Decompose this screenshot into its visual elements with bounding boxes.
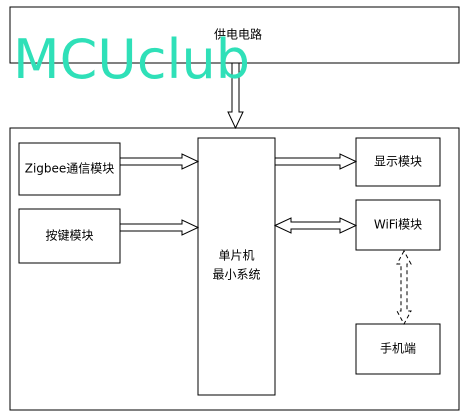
mcu-label-line2: 最小系统 bbox=[212, 268, 260, 282]
key-module-box bbox=[18, 208, 121, 264]
arrow-zigbee-to-mcu bbox=[119, 153, 200, 170]
phone-label: 手机端 bbox=[380, 342, 416, 356]
watermark-text: MCUclub bbox=[13, 28, 250, 91]
arrow-keys-to-mcu bbox=[119, 219, 200, 236]
mcu-box bbox=[197, 137, 276, 396]
display-module-label: 显示模块 bbox=[374, 155, 422, 169]
wifi-module-label: WiFi模块 bbox=[374, 218, 422, 232]
zigbee-module-box bbox=[18, 142, 121, 196]
power-supply-label: 供电电路 bbox=[214, 27, 262, 42]
arrow-power-to-mcu bbox=[227, 62, 244, 130]
arrow-wifi-phone-dashed bbox=[396, 249, 412, 326]
arrow-mcu-wifi-bidirectional bbox=[273, 217, 358, 234]
zigbee-module-label: Zigbee通信模块 bbox=[25, 162, 115, 176]
system-outer-box bbox=[9, 127, 460, 411]
mcu-label-line1: 单片机 bbox=[218, 249, 254, 263]
arrow-mcu-to-display bbox=[274, 153, 358, 170]
phone-box bbox=[355, 323, 441, 375]
key-module-label: 按键模块 bbox=[45, 229, 93, 243]
